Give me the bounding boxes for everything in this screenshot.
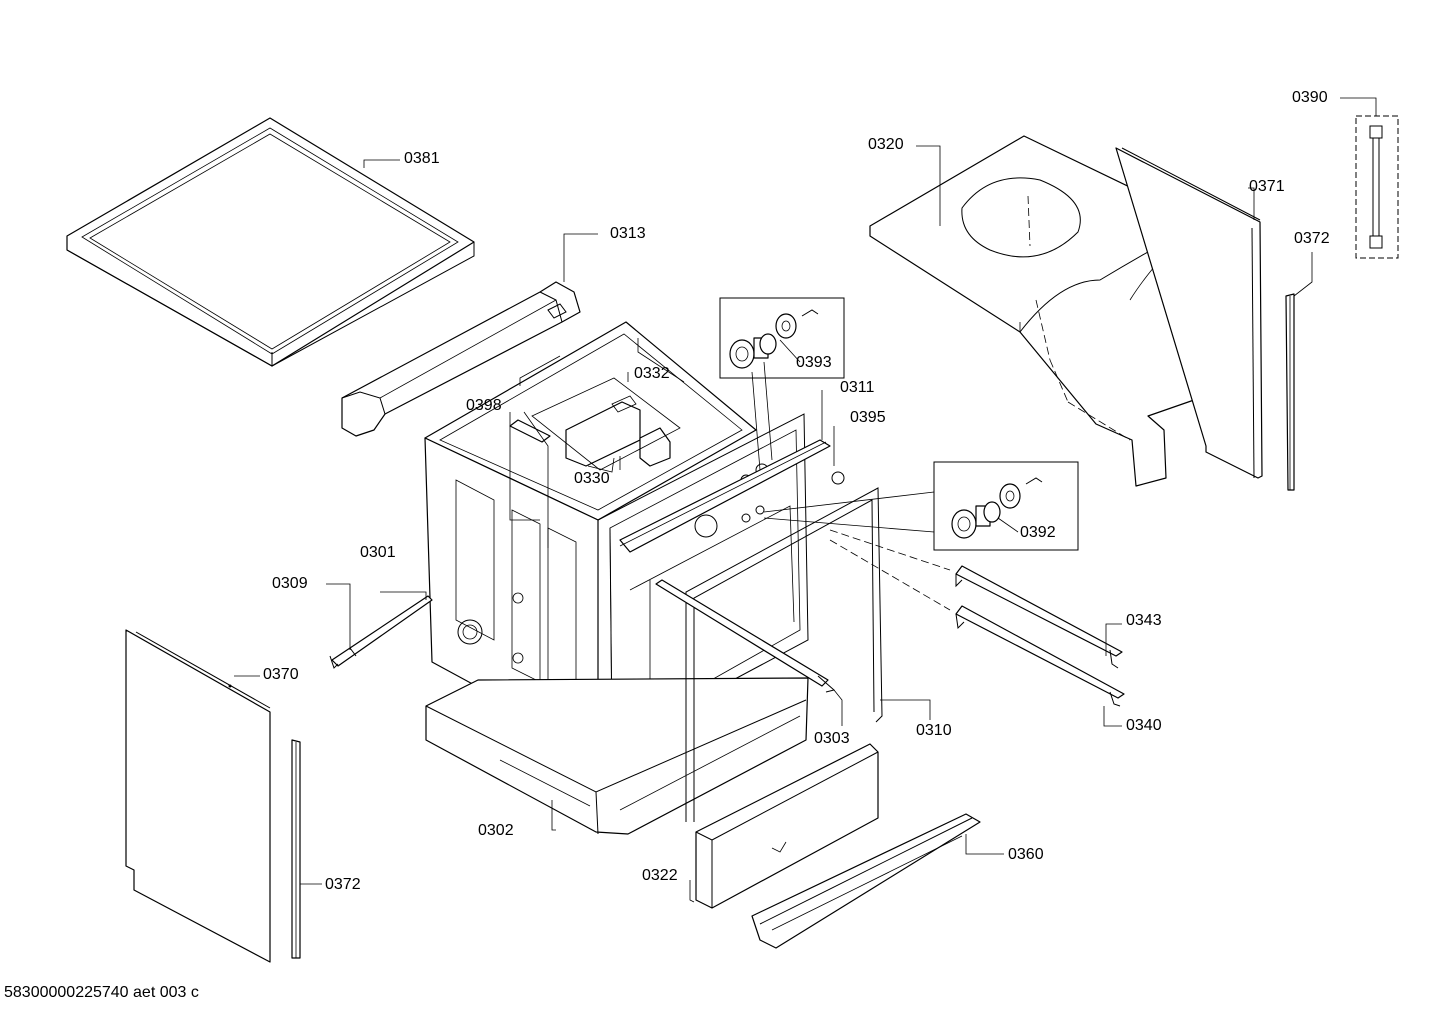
label-0392: 0392	[1020, 524, 1056, 541]
label-0395: 0395	[850, 409, 886, 426]
label-0372-left: 0372	[325, 876, 361, 893]
label-0322: 0322	[642, 867, 678, 884]
label-0313: 0313	[610, 225, 646, 242]
telescopic-rail-lower-part	[955, 605, 1125, 727]
label-0343: 0343	[1126, 612, 1162, 629]
label-0330: 0330	[574, 470, 610, 487]
label-0372-right: 0372	[1294, 230, 1330, 247]
label-0301: 0301	[360, 544, 396, 561]
trim-strip-right-part	[1285, 252, 1313, 491]
left-rail-part	[326, 583, 433, 669]
trim-strip-left-part	[291, 739, 322, 959]
label-0309: 0309	[272, 575, 308, 592]
side-panel-right-part	[1035, 147, 1263, 479]
base-part	[425, 677, 809, 835]
top-components-part	[509, 372, 681, 473]
label-0302: 0302	[478, 822, 514, 839]
label-0370: 0370	[263, 666, 299, 683]
label-0360: 0360	[1008, 846, 1044, 863]
detail-box-0392	[763, 461, 1079, 611]
label-0320: 0320	[868, 136, 904, 153]
base-rail-part	[751, 813, 1004, 949]
label-0310: 0310	[916, 722, 952, 739]
drawing-number: 58300000225740 aet 003 c	[4, 984, 199, 1001]
leader-lines	[509, 411, 835, 548]
label-0381: 0381	[404, 150, 440, 167]
top-rail-part	[341, 233, 598, 437]
plinth-part	[689, 743, 879, 909]
door-seal-part	[685, 487, 931, 822]
detail-box-0393	[719, 297, 845, 471]
front-crossbar-part	[619, 390, 831, 553]
lower-rail-part	[655, 579, 843, 726]
label-0340: 0340	[1126, 717, 1162, 734]
side-panel-left-part	[125, 629, 271, 963]
telescopic-rail-upper-part	[955, 565, 1123, 669]
label-0393: 0393	[796, 354, 832, 371]
label-0398: 0398	[466, 397, 502, 414]
worktop-part	[66, 117, 475, 367]
label-0303: 0303	[814, 730, 850, 747]
label-0311: 0311	[840, 379, 875, 396]
label-0332: 0332	[634, 365, 670, 382]
hose-part	[1340, 97, 1399, 259]
label-0390: 0390	[1292, 89, 1328, 106]
label-0371: 0371	[1249, 178, 1285, 195]
